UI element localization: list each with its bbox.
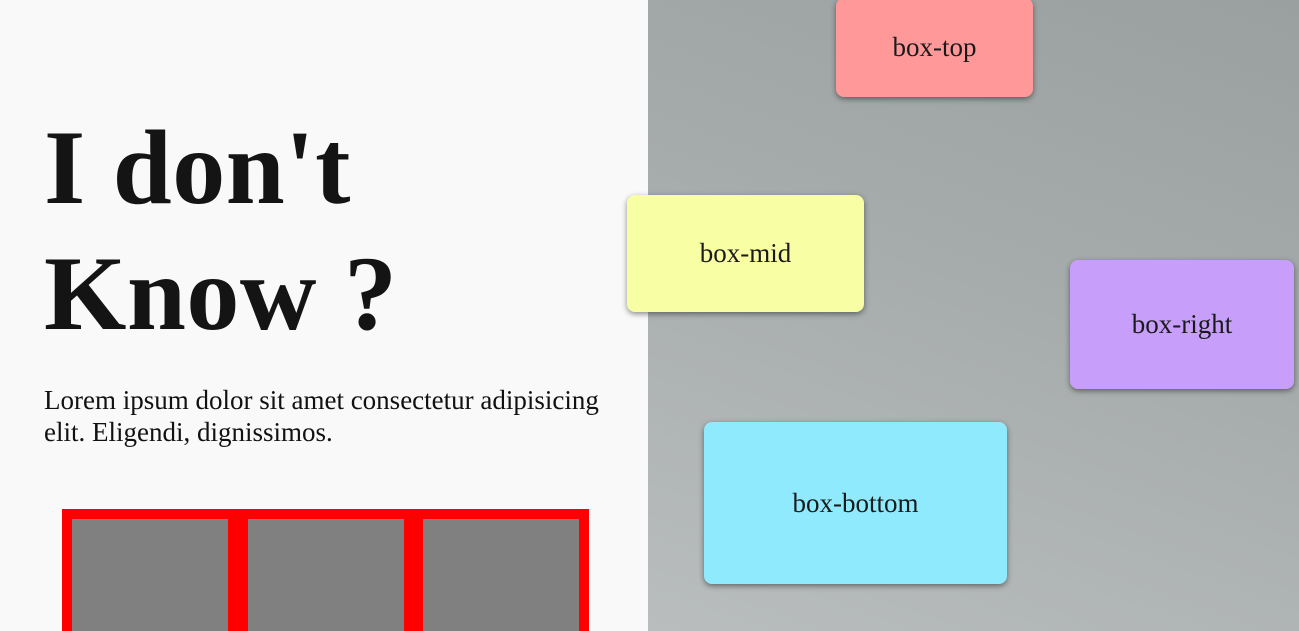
gallery-cell-3 <box>423 519 579 631</box>
box-mid-label: box-mid <box>699 238 792 268</box>
gallery-cell-2 <box>248 519 404 631</box>
box-bottom-label: box-bottom <box>792 487 919 518</box>
box-right-label: box-right <box>1131 309 1233 339</box>
headline-line-2: Know ? <box>44 235 398 352</box>
lead-paragraph: Lorem ipsum dolor sit amet consectetur a… <box>44 385 599 447</box>
box-mid[interactable]: box-mid <box>627 195 864 312</box>
headline: I don't Know ? <box>44 105 604 357</box>
right-panel: box-top box-mid box-right box-bottom <box>627 0 1299 631</box>
box-top-label: box-top <box>892 32 977 62</box>
left-panel: I don't Know ? Lorem ipsum dolor sit ame… <box>0 0 648 631</box>
gallery-cell-1 <box>72 519 228 631</box>
box-bottom[interactable]: box-bottom <box>704 422 1007 584</box>
gallery-grid <box>62 509 589 631</box>
box-right[interactable]: box-right <box>1070 260 1294 389</box>
box-top[interactable]: box-top <box>836 0 1033 97</box>
headline-line-1: I don't <box>44 109 351 226</box>
